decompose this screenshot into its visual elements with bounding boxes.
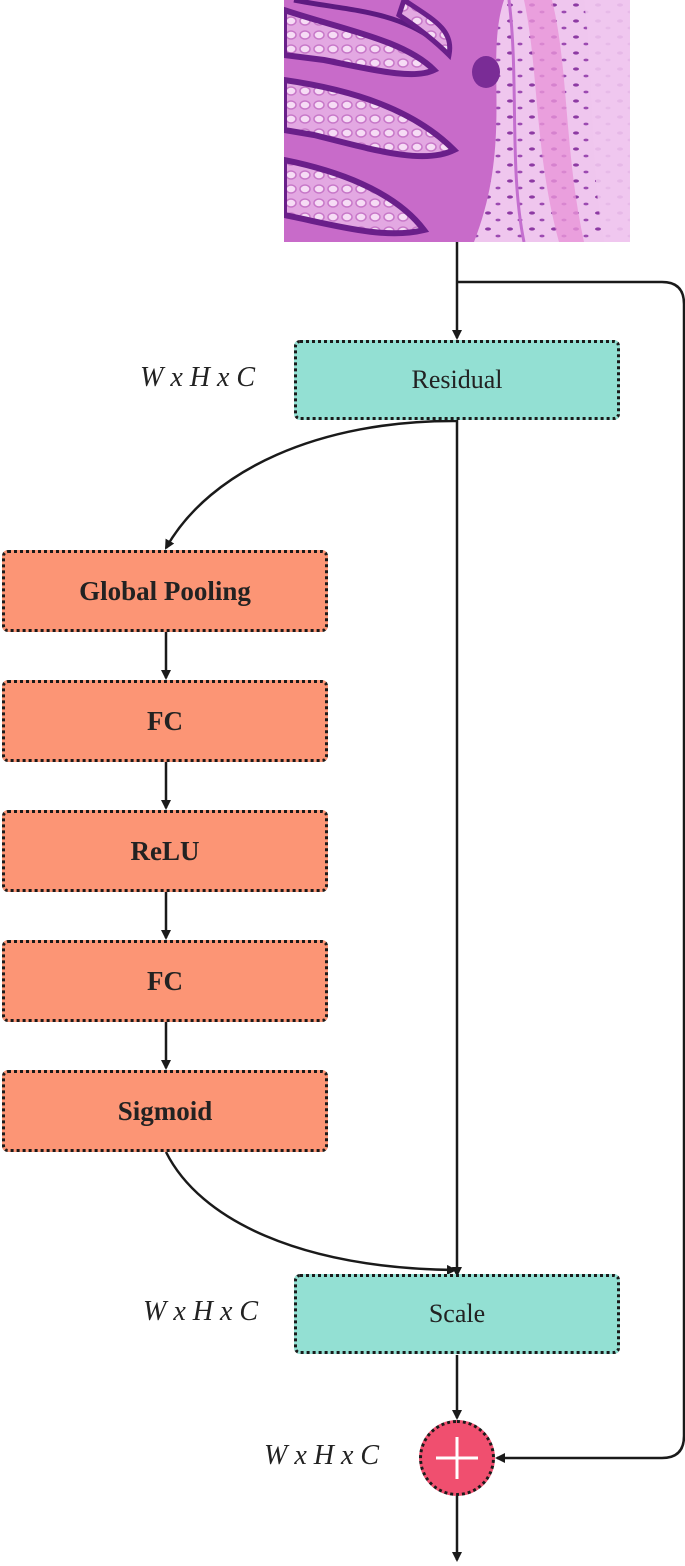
sum-dim-label: W x H x C	[264, 1440, 380, 1471]
arrow-sigmoid-to-scale	[164, 1151, 457, 1275]
sum-node	[419, 1420, 495, 1496]
scale-block: Scale	[294, 1274, 620, 1354]
global-pooling-label: Global Pooling	[79, 575, 251, 606]
skip-connection-arrow	[457, 280, 685, 1463]
arrow-residual-to-pooling	[164, 419, 458, 550]
residual-block: Residual	[294, 340, 620, 420]
residual-label: Residual	[411, 365, 503, 394]
sigmoid-block: Sigmoid	[2, 1070, 328, 1152]
fc-label-2: FC	[147, 965, 183, 996]
input-tissue-image	[284, 0, 630, 242]
fc-block-2: FC	[2, 940, 328, 1022]
relu-block: ReLU	[2, 810, 328, 892]
scale-label: Scale	[428, 1299, 486, 1328]
global-pooling-block: Global Pooling	[2, 550, 328, 632]
relu-label: ReLU	[130, 835, 200, 866]
fc-block-1: FC	[2, 680, 328, 762]
plus-icon	[436, 1437, 478, 1479]
sigmoid-label: Sigmoid	[117, 1095, 213, 1126]
residual-dim-label: W x H x C	[140, 362, 256, 393]
fc-label-1: FC	[147, 705, 183, 736]
scale-dim-label: W x H x C	[143, 1296, 259, 1327]
